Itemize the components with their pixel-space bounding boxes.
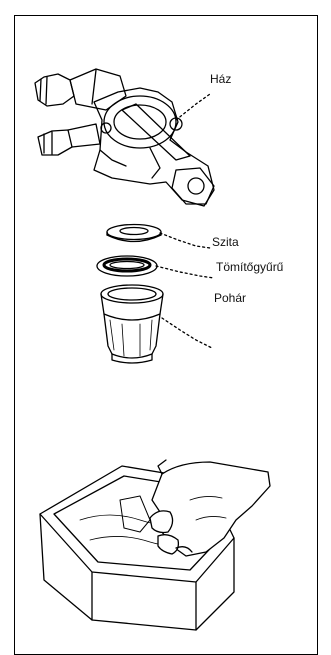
bowl-drawing <box>101 285 163 363</box>
seal-leader-line <box>156 266 214 278</box>
housing-leader-line <box>176 94 210 120</box>
housing-label: Ház <box>210 73 231 85</box>
hand-drawing <box>150 460 270 556</box>
strainer-leader-line <box>160 233 210 248</box>
bowl-leader-line <box>162 318 212 348</box>
housing-drawing <box>35 69 214 206</box>
seal-ring-drawing <box>97 256 157 276</box>
strainer-drawing <box>107 225 161 242</box>
bowl-label: Pohár <box>214 292 246 304</box>
seal-ring-label: Tömítőgyűrű <box>216 261 283 273</box>
strainer-label: Szita <box>212 236 239 248</box>
